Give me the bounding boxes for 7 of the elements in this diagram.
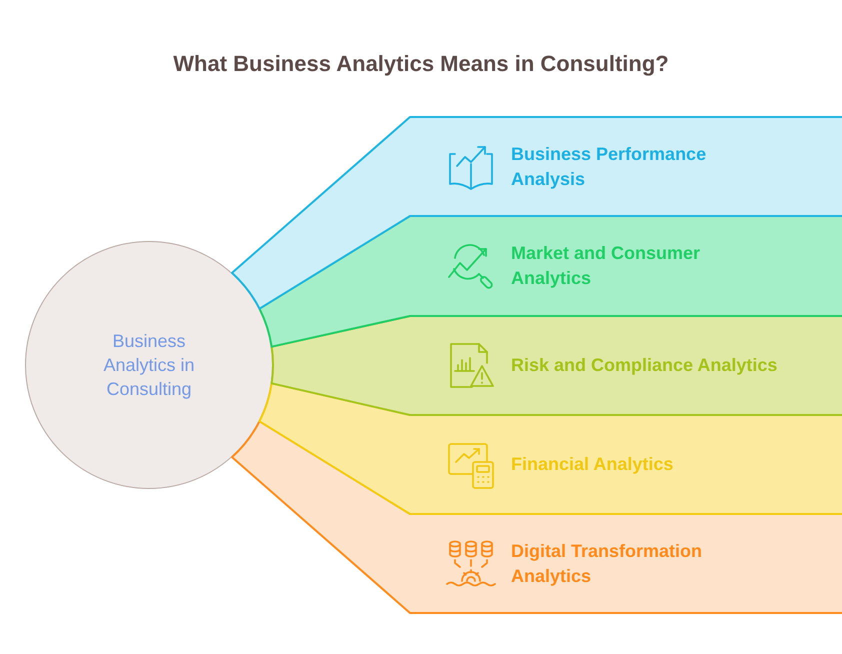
band-label: Business Performance Analysis xyxy=(511,142,708,191)
band-label: Risk and Compliance Analytics xyxy=(511,354,778,378)
hub-label: Business Analytics in Consulting xyxy=(102,330,196,402)
band-label: Digital Transformation Analytics xyxy=(511,540,704,588)
band-label: Market and Consumer Analytics xyxy=(511,242,702,290)
band-label: Financial Analytics xyxy=(511,453,674,476)
title: What Business Analytics Means in Consulting? xyxy=(173,51,669,78)
